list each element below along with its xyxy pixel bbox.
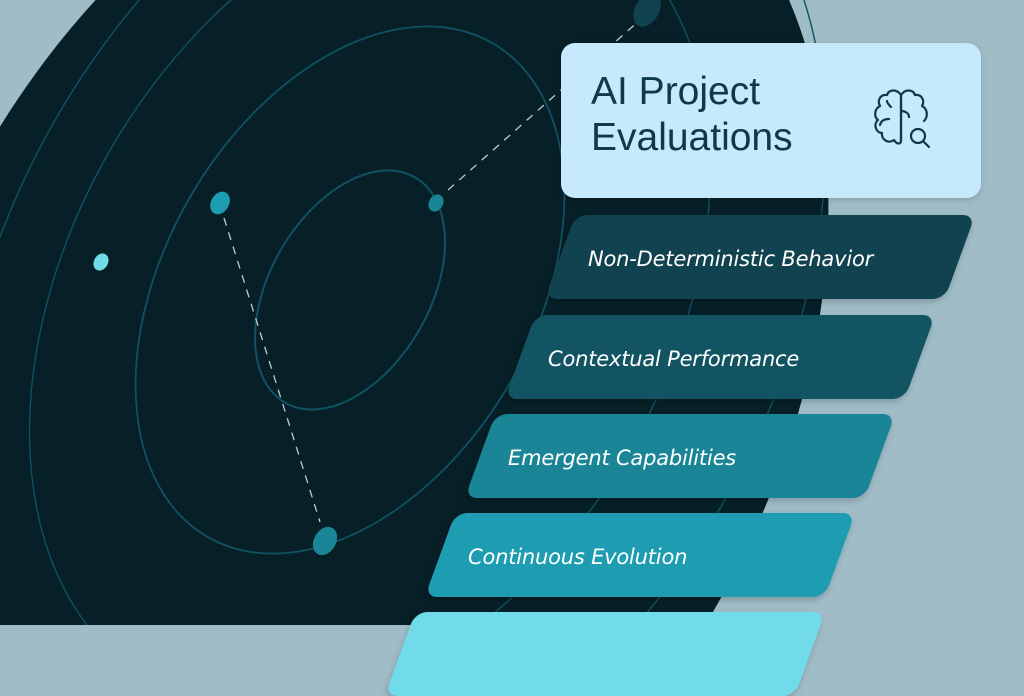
- card-label: Emergent Capabilities: [508, 446, 737, 470]
- title-line-1: AI Project: [591, 70, 761, 113]
- orbit-ring-4: [0, 0, 827, 625]
- brain-search-icon: [874, 89, 931, 149]
- orbit-ring-1: [254, 169, 446, 411]
- orbit-node: [633, 0, 661, 27]
- card-label: Non-Deterministic Behavior: [588, 247, 874, 271]
- title-line-2: Evaluations: [591, 116, 793, 159]
- orbit-node: [428, 194, 444, 212]
- card-label: Continuous Evolution: [468, 545, 688, 569]
- orbit-node: [93, 253, 109, 271]
- card-label: Contextual Performance: [548, 347, 800, 371]
- orbit-node: [312, 526, 338, 556]
- orbit-node: [210, 191, 230, 215]
- title-card: AI Project Evaluations: [561, 43, 981, 198]
- page-title: AI Project Evaluations: [591, 69, 861, 161]
